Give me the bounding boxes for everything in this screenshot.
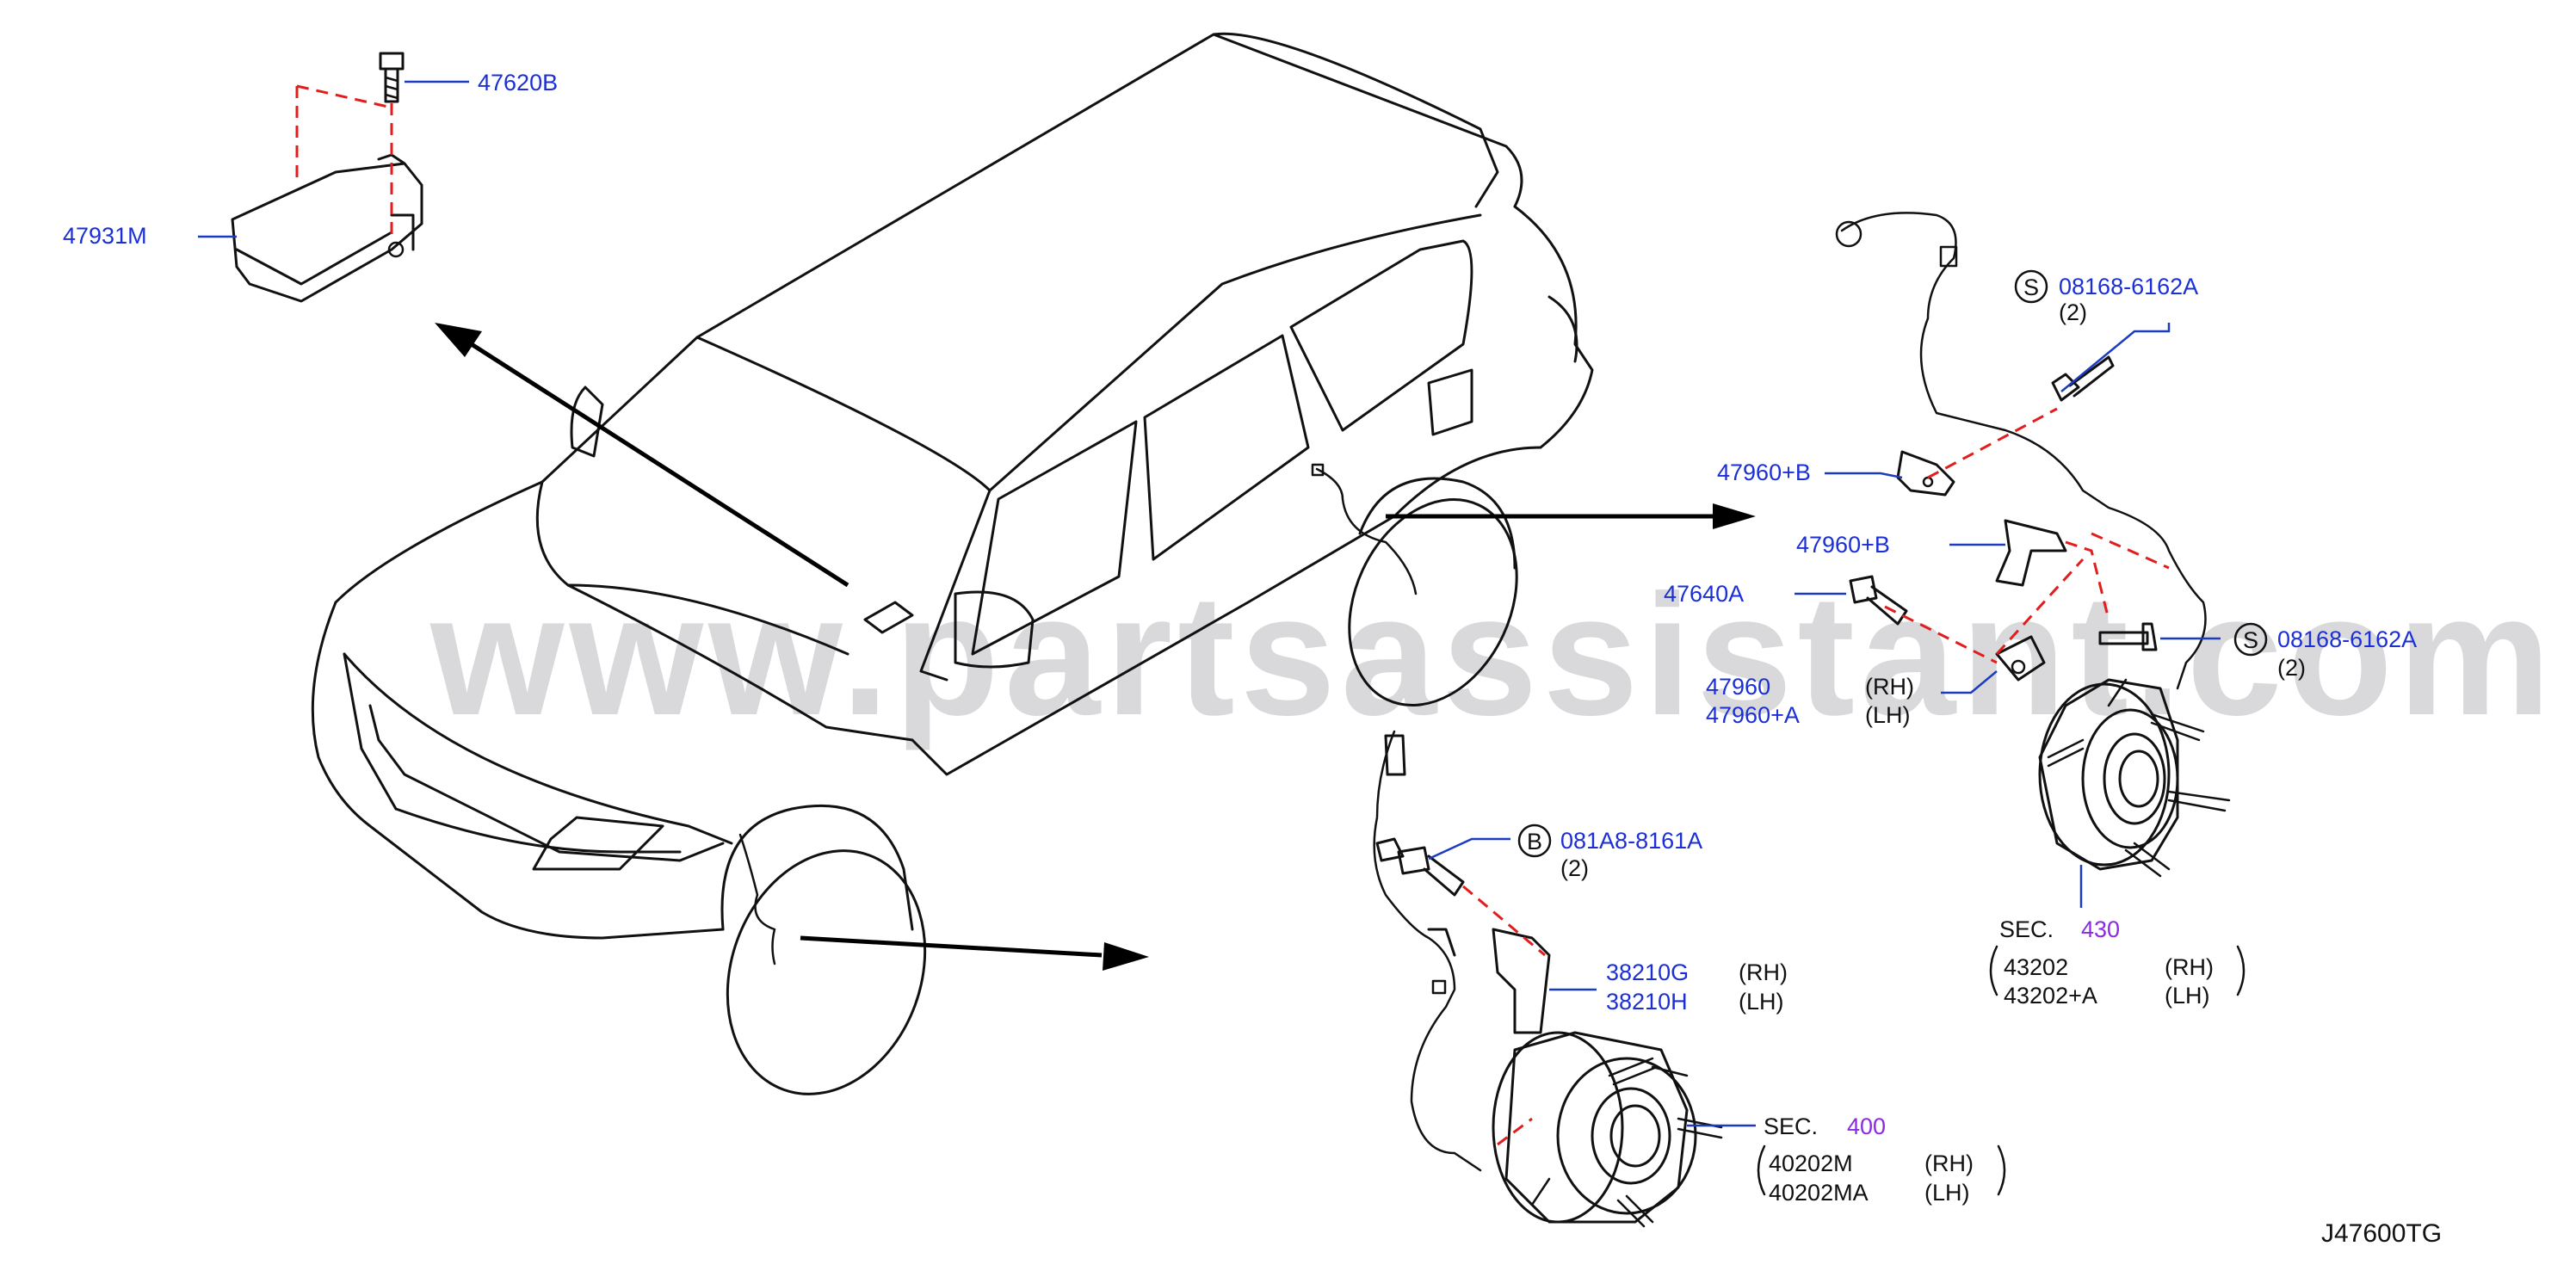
rear-wheel-sensor-drawing [1835,212,2231,878]
drawing-code: J47600TG [2321,1219,2442,1248]
label-08168-6162A-mid[interactable]: 08168-6162A [2277,626,2417,652]
label-43202: 43202 [2004,954,2068,980]
side-38210H-lh: (LH) [1739,989,1784,1015]
side-40202MA-lh: (LH) [1924,1180,1970,1206]
label-47960[interactable]: 47960 [1706,674,1770,700]
label-08168-6162A-top[interactable]: 08168-6162A [2059,274,2198,299]
group-brackets [1757,945,2246,1196]
side-38210G-rh: (RH) [1739,959,1788,985]
sec-400-number[interactable]: 400 [1847,1114,1886,1139]
part-labels: 47620B 47931M S 08168-6162A (2) 47960+B … [63,70,2442,1248]
side-43202-rh: (RH) [2165,954,2214,980]
label-47640A[interactable]: 47640A [1664,581,1744,607]
front-wheel-sensor-drawing [1373,730,1723,1228]
label-47960A[interactable]: 47960+A [1706,702,1800,728]
qty-081A8: (2) [1560,855,1589,881]
qty-08168-mid: (2) [2277,655,2306,681]
sec-430-number[interactable]: 430 [2081,916,2120,942]
sec-430-prefix: SEC. [1999,916,2054,942]
side-40202M-rh: (RH) [1924,1151,1974,1176]
side-47960A-lh: (LH) [1865,702,1911,728]
label-40202MA: 40202MA [1769,1180,1869,1206]
yaw-rate-sensor-drawing [231,52,423,303]
label-47960B-2[interactable]: 47960+B [1796,532,1890,558]
symbol-b: B [1527,829,1542,854]
label-081A8-8161A[interactable]: 081A8-8161A [1560,828,1702,854]
label-47931M[interactable]: 47931M [63,223,147,249]
sec-400-prefix: SEC. [1764,1114,1818,1139]
side-47960-rh: (RH) [1865,674,1914,700]
side-43202A-lh: (LH) [2165,983,2210,1009]
label-43202A: 43202+A [2004,983,2097,1009]
label-40202M: 40202M [1769,1151,1853,1176]
watermark-text: www.partsassistant.com [429,559,2556,751]
symbol-circles [1517,269,2268,858]
label-47620B[interactable]: 47620B [478,70,558,96]
label-47960B-1[interactable]: 47960+B [1717,460,1811,485]
symbol-s-top: S [2023,275,2039,300]
label-38210H[interactable]: 38210H [1606,989,1688,1015]
leader-lines [198,80,2221,1127]
vehicle-outline [311,32,1594,1095]
symbol-s-mid: S [2243,627,2258,653]
qty-08168-top: (2) [2059,299,2087,325]
label-38210G[interactable]: 38210G [1606,959,1689,985]
direction-arrows [435,323,1756,971]
